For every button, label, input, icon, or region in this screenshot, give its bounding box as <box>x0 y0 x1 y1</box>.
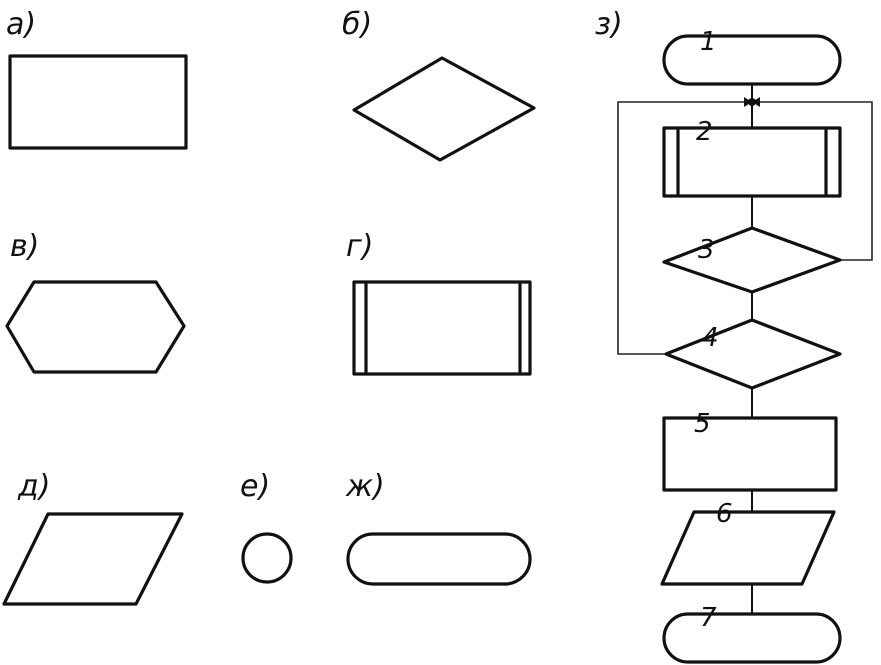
label-g: г) <box>346 229 373 264</box>
junction-dot <box>748 98 756 106</box>
predefined-process <box>352 280 532 376</box>
connector-circle <box>241 532 293 584</box>
node-3-label: 3 <box>698 235 715 265</box>
decision-diamond <box>352 56 536 162</box>
label-z: з) <box>595 7 623 42</box>
node-2-predefined-process <box>662 126 842 198</box>
label-v: в) <box>10 229 39 264</box>
terminator-shape <box>346 532 532 586</box>
label-d: д) <box>17 469 50 504</box>
process-rectangle <box>8 54 188 150</box>
node-7-label: 7 <box>700 603 717 633</box>
label-zh: ж) <box>345 469 385 504</box>
node-6-data <box>660 510 836 586</box>
preparation-hexagon <box>5 280 186 374</box>
node-6-label: 6 <box>716 499 733 529</box>
data-parallelogram <box>2 512 184 606</box>
node-5-label: 5 <box>694 409 711 439</box>
loop-line-left <box>617 101 744 355</box>
node-5-process <box>662 416 838 492</box>
example-flowchart: 1 2 3 4 5 6 7 <box>617 27 873 664</box>
label-e: е) <box>240 469 270 504</box>
node-3-decision <box>662 226 842 294</box>
label-a: а) <box>6 7 36 42</box>
node-4-decision <box>664 318 842 390</box>
node-7-terminator <box>662 612 842 664</box>
node-4-label: 4 <box>702 323 719 353</box>
label-b: б) <box>342 7 372 42</box>
loop-line-right <box>760 101 873 261</box>
node-2-label: 2 <box>696 117 713 147</box>
node-1-label: 1 <box>700 27 717 57</box>
node-1-terminator <box>662 34 842 86</box>
